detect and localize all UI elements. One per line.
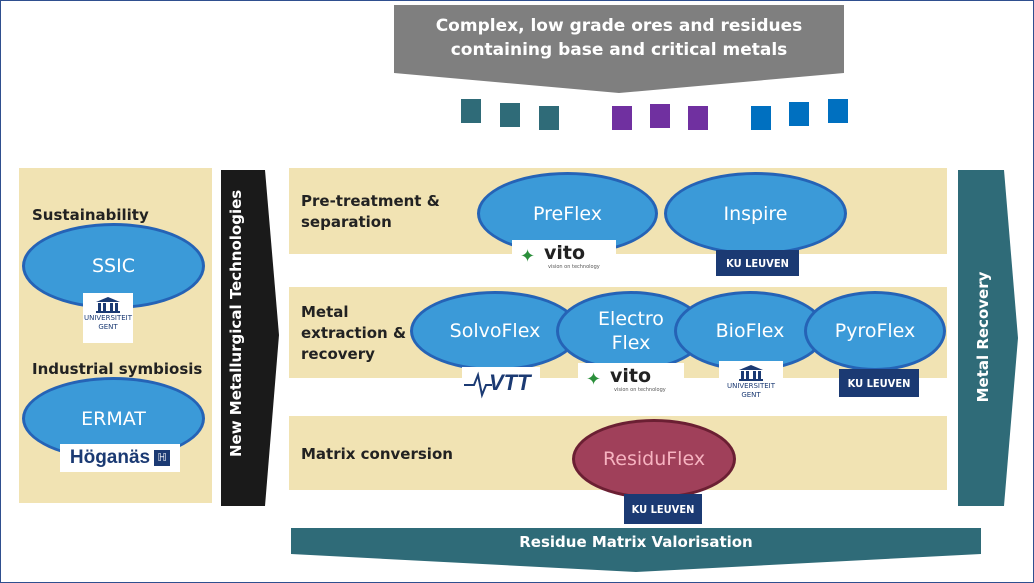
extraction-label: Metal extraction & recovery bbox=[301, 302, 406, 365]
extraction-label-line1: Metal bbox=[301, 303, 349, 321]
sustainability-label: Sustainability bbox=[32, 206, 149, 224]
bioflex-ellipse: BioFlex bbox=[674, 291, 826, 371]
purple-square bbox=[650, 104, 670, 128]
new-metallurgical-technologies-arrow bbox=[221, 170, 279, 506]
vtt-logo: VTT bbox=[462, 367, 540, 399]
teal-square bbox=[539, 106, 559, 130]
metal-recovery-label: Metal Recovery bbox=[974, 271, 992, 403]
vito-tagline: vision on technology bbox=[614, 387, 666, 393]
vtt-wave-icon bbox=[464, 371, 492, 399]
pyroflex-ellipse: PyroFlex bbox=[804, 291, 946, 371]
industrial-symbiosis-label: Industrial symbiosis bbox=[32, 360, 203, 378]
teal-square bbox=[461, 99, 481, 123]
purple-square bbox=[688, 106, 708, 130]
teal-square bbox=[500, 103, 520, 127]
blue-square bbox=[828, 99, 848, 123]
ugent-logo-line2: GENT bbox=[98, 323, 118, 331]
metal-recovery-arrow bbox=[958, 170, 1018, 506]
vito-star-icon: ✦ bbox=[520, 246, 536, 267]
top-banner-arrow bbox=[394, 5, 844, 93]
ku-leuven-logo: KU LEUVEN bbox=[624, 494, 702, 524]
ugent-logo: UNIVERSITEIT GENT bbox=[719, 361, 783, 411]
ugent-logo-line1: UNIVERSITEIT bbox=[726, 382, 776, 390]
solvoflex-ellipse: SolvoFlex bbox=[410, 291, 580, 371]
top-banner-text: Complex, low grade ores and residues con… bbox=[394, 14, 844, 62]
blue-square bbox=[751, 106, 771, 130]
ssic-ellipse: SSIC bbox=[22, 223, 205, 309]
extraction-label-line2: extraction & bbox=[301, 324, 407, 342]
vtt-logo-text: VTT bbox=[489, 370, 531, 395]
vito-logo: ✦ vito vision on technology bbox=[578, 363, 684, 397]
ugent-logo: UNIVERSITEIT GENT bbox=[83, 293, 133, 343]
blue-square bbox=[789, 102, 809, 126]
vito-tagline: vision on technology bbox=[548, 264, 600, 270]
bottom-banner-text: Residue Matrix Valorisation bbox=[519, 533, 753, 551]
electroflex-line2: Flex bbox=[611, 332, 651, 354]
top-banner-line2: containing base and critical metals bbox=[450, 40, 788, 60]
ugent-building-icon bbox=[96, 297, 120, 313]
hoganas-logo-text: Höganäs bbox=[69, 447, 151, 468]
ku-leuven-logo: KU LEUVEN bbox=[716, 250, 799, 276]
hoganas-logo: Höganäs ℍ bbox=[60, 444, 180, 472]
ugent-logo-line1: UNIVERSITEIT bbox=[83, 314, 133, 322]
extraction-label-line3: recovery bbox=[301, 345, 375, 363]
purple-square bbox=[612, 106, 632, 130]
vito-logo-text: vito bbox=[610, 365, 652, 387]
vito-logo-text: vito bbox=[544, 242, 586, 264]
matrix-conversion-label: Matrix conversion bbox=[301, 445, 453, 463]
bottom-banner-arrow bbox=[291, 528, 981, 572]
ugent-logo-line2: GENT bbox=[741, 391, 761, 399]
pretreatment-label: Pre-treatment & separation bbox=[301, 191, 440, 233]
electroflex-line1: Electro bbox=[598, 308, 664, 330]
ku-leuven-logo: KU LEUVEN bbox=[839, 369, 919, 397]
new-metallurgical-technologies-label: New Metallurgical Technologies bbox=[227, 189, 245, 457]
hoganas-mark-icon: ℍ bbox=[154, 450, 171, 466]
vito-logo: ✦ vito vision on technology bbox=[512, 240, 616, 274]
residuflex-ellipse: ResiduFlex bbox=[572, 419, 736, 499]
pretreatment-label-line2: separation bbox=[301, 213, 392, 231]
top-banner-line1: Complex, low grade ores and residues bbox=[435, 16, 803, 36]
pretreatment-label-line1: Pre-treatment & bbox=[301, 192, 440, 210]
ugent-building-icon bbox=[739, 365, 763, 381]
inspire-ellipse: Inspire bbox=[664, 172, 847, 255]
vito-star-icon: ✦ bbox=[586, 369, 602, 390]
